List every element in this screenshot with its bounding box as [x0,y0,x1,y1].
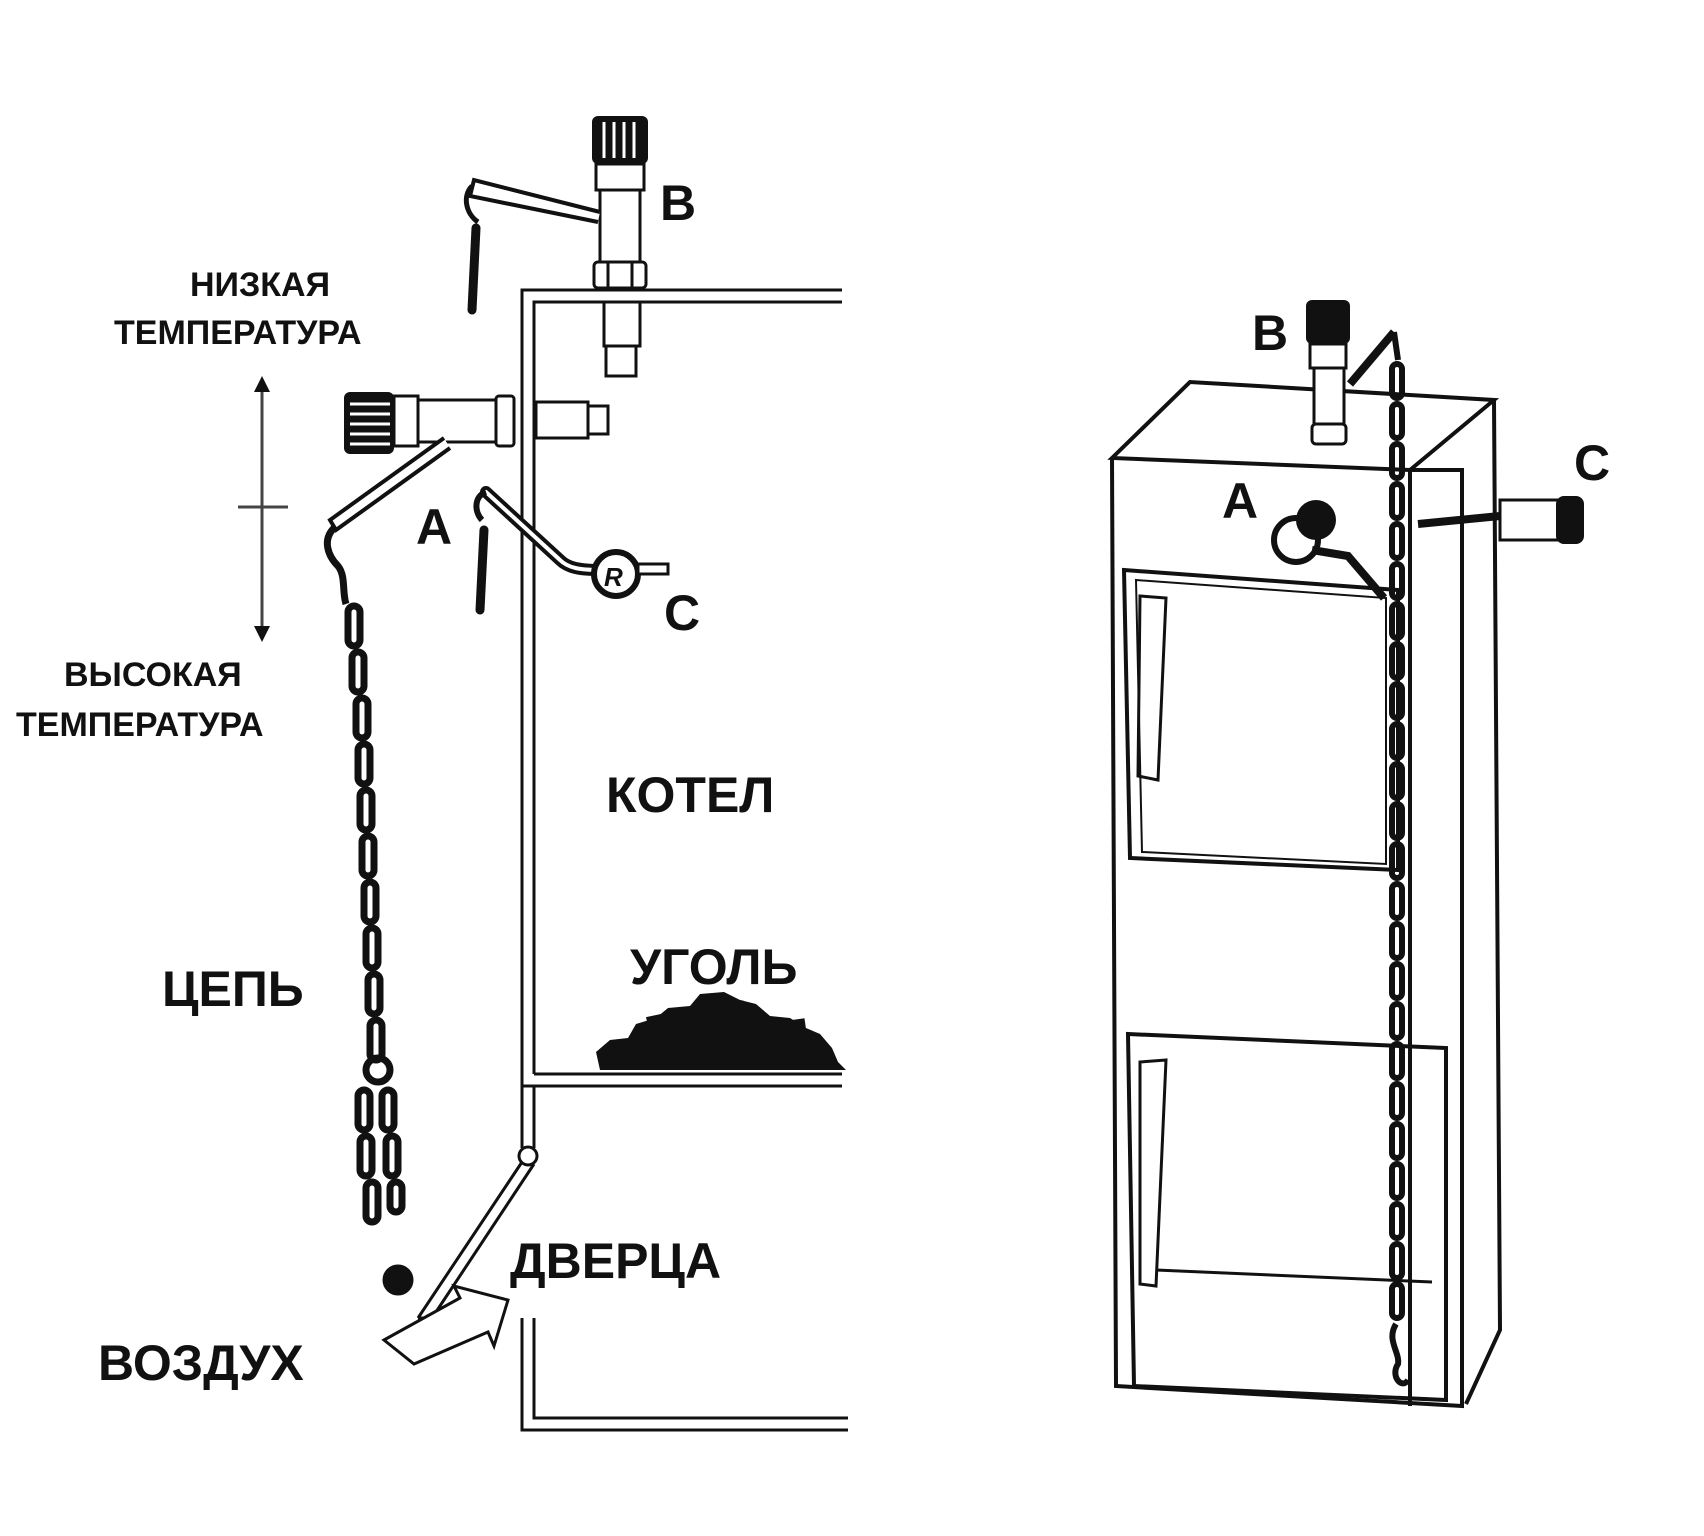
regulator-b-label: B [660,175,696,231]
regulator-a-label: A [416,499,452,555]
chain-label: ЦЕПЬ [162,961,304,1017]
coal-label: УГОЛЬ [630,939,797,995]
high-temperature-label-line2: ТЕМПЕРАТУРА [16,706,264,744]
boiler-wall [520,288,848,1432]
perspective-chain-icon [1389,331,1411,1387]
low-temperature-label-line1: НИЗКАЯ [190,266,330,304]
perspective-regulator-c-icon [1417,496,1584,544]
boiler-body [1107,379,1503,1409]
cross-section-view: R [16,116,848,1432]
door-label: ДВЕРЦА [510,1233,721,1289]
regulator-c-icon: R [473,486,670,615]
perspective-regulator-b-label: B [1252,305,1288,361]
chain-icon [323,525,414,1296]
lower-door [1125,1031,1448,1403]
perspective-regulator-c-label: C [1574,435,1610,491]
perspective-regulator-a-label: A [1222,473,1258,529]
low-temperature-label-line2: ТЕМПЕРАТУРА [114,314,362,352]
coal-pile-icon [596,992,846,1070]
air-label: ВОЗДУХ [98,1335,304,1391]
perspective-regulator-a-icon [1271,500,1388,601]
air-arrow-icon [381,1283,510,1366]
temperature-range-arrow [238,376,288,642]
regulator-c-label: C [664,585,700,641]
boiler-label: КОТЕЛ [606,767,774,823]
regulator-a-icon [327,392,610,533]
high-temperature-label-line1: ВЫСОКАЯ [64,656,242,694]
regulator-b-icon [463,116,648,378]
svg-text:R: R [604,562,623,592]
perspective-regulator-b-icon [1306,300,1398,446]
perspective-view: B A C [1107,300,1610,1409]
upper-door [1121,567,1400,873]
